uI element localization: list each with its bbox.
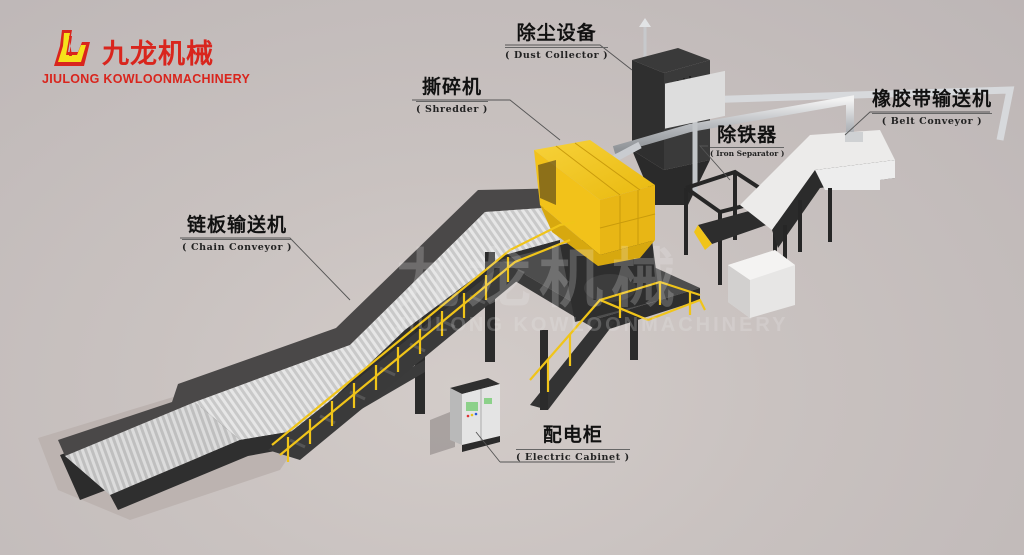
label-cn: 橡胶带输送机 xyxy=(872,88,993,110)
divider xyxy=(416,101,488,102)
label-en: ( Electric Cabinet ) xyxy=(516,452,630,463)
label-cn: 撕碎机 xyxy=(421,76,482,98)
label-en: ( Shredder ) xyxy=(416,104,488,115)
callout-iron-separator: 除铁器 ( Iron Separator ) xyxy=(710,124,785,158)
brand-name-cn: 九龙机械 xyxy=(102,39,214,70)
divider xyxy=(516,449,630,450)
brand-name-en: JIULONG KOWLOONMACHINERY xyxy=(42,72,251,86)
callout-shredder: 撕碎机 ( Shredder ) xyxy=(416,76,488,115)
callout-dust-collector: 除尘设备 ( Dust Collector ) xyxy=(505,22,609,61)
collection-bin xyxy=(728,250,795,318)
divider xyxy=(710,147,785,148)
shredder xyxy=(534,140,656,266)
label-en: ( Dust Collector ) xyxy=(505,50,609,61)
label-cn: 除铁器 xyxy=(717,124,778,146)
divider xyxy=(182,239,293,240)
divider xyxy=(505,47,609,48)
belt-conveyor xyxy=(740,130,895,270)
label-cn: 除尘设备 xyxy=(516,22,597,44)
callout-chain-conveyor: 链板输送机 ( Chain Conveyor ) xyxy=(182,214,293,253)
chain-conveyor xyxy=(58,188,572,510)
safety-railings xyxy=(271,220,706,462)
jl-logo-icon xyxy=(54,30,90,66)
electric-cabinet xyxy=(430,378,500,455)
divider xyxy=(872,113,993,114)
callout-belt-conveyor: 橡胶带输送机 ( Belt Conveyor ) xyxy=(872,88,993,127)
label-cn: 配电柜 xyxy=(542,424,603,446)
label-en: ( Chain Conveyor ) xyxy=(182,242,293,253)
label-cn: 链板输送机 xyxy=(187,214,288,236)
callout-electric-cabinet: 配电柜 ( Electric Cabinet ) xyxy=(516,424,630,463)
label-en: ( Iron Separator ) xyxy=(710,149,785,158)
label-en: ( Belt Conveyor ) xyxy=(881,116,983,127)
